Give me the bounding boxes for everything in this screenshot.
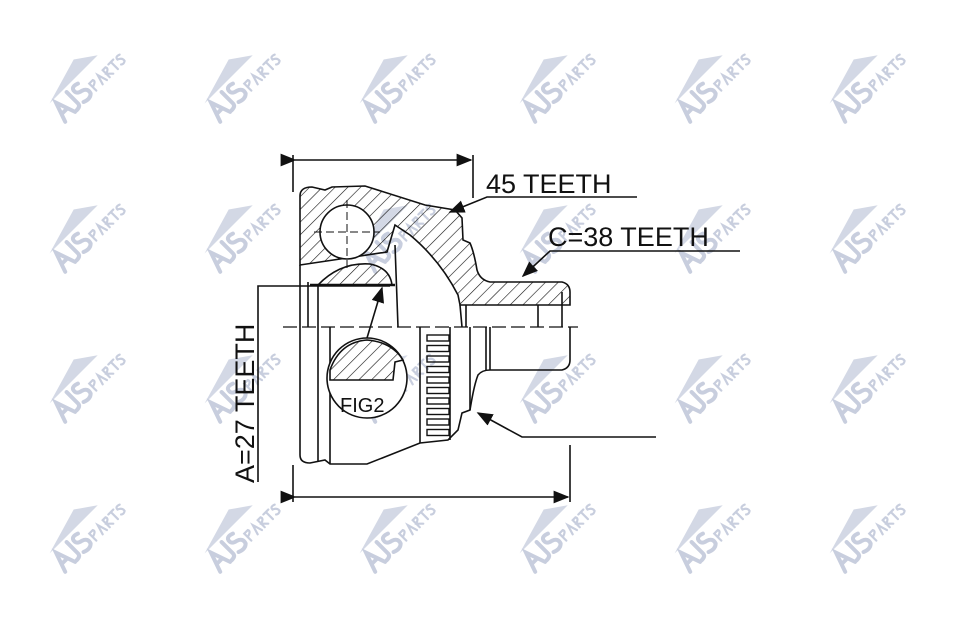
watermark-logo	[359, 503, 436, 574]
watermark-logo	[674, 203, 751, 274]
inner-teeth-leader	[257, 285, 390, 482]
abs-tooth	[426, 407, 450, 416]
watermark-logo	[674, 353, 751, 424]
watermark-logo	[359, 53, 436, 124]
section-lower	[299, 327, 571, 465]
watermark-logo	[204, 353, 281, 424]
abs-ring	[426, 334, 450, 437]
watermark-logo	[49, 503, 126, 574]
watermark-logo	[674, 53, 751, 124]
watermark-logo	[519, 53, 596, 124]
fig2-label: FIG2	[340, 395, 385, 417]
abs-tooth	[426, 365, 450, 374]
watermark-logo	[519, 503, 596, 574]
abs-tooth	[426, 418, 450, 426]
watermark-logo	[519, 353, 596, 424]
abs-tooth	[426, 386, 450, 395]
abs-tooth	[426, 334, 450, 342]
fig2-leader	[366, 286, 384, 339]
boot-seat-leader	[476, 412, 656, 438]
abs-tooth	[426, 344, 450, 353]
abs-tooth	[426, 428, 450, 437]
watermark-logo	[829, 203, 906, 274]
abs-tooth	[426, 397, 450, 405]
abs-tooth	[426, 355, 450, 363]
abs-tooth	[426, 376, 450, 384]
watermark-logo	[829, 503, 906, 574]
watermark-logo	[829, 53, 906, 124]
watermark-logo	[519, 203, 596, 274]
watermark-logo	[204, 503, 281, 574]
inner-teeth-label: A=27 TEETH	[230, 323, 260, 483]
shaft-teeth-label: C=38 TEETH	[548, 222, 709, 252]
watermark-logo	[829, 353, 906, 424]
watermark-logo	[674, 503, 751, 574]
outer-teeth-label: 45 TEETH	[486, 169, 612, 199]
watermark-logo	[49, 353, 126, 424]
outer-teeth-leader	[448, 196, 637, 213]
shaft-teeth-leader	[521, 250, 740, 278]
